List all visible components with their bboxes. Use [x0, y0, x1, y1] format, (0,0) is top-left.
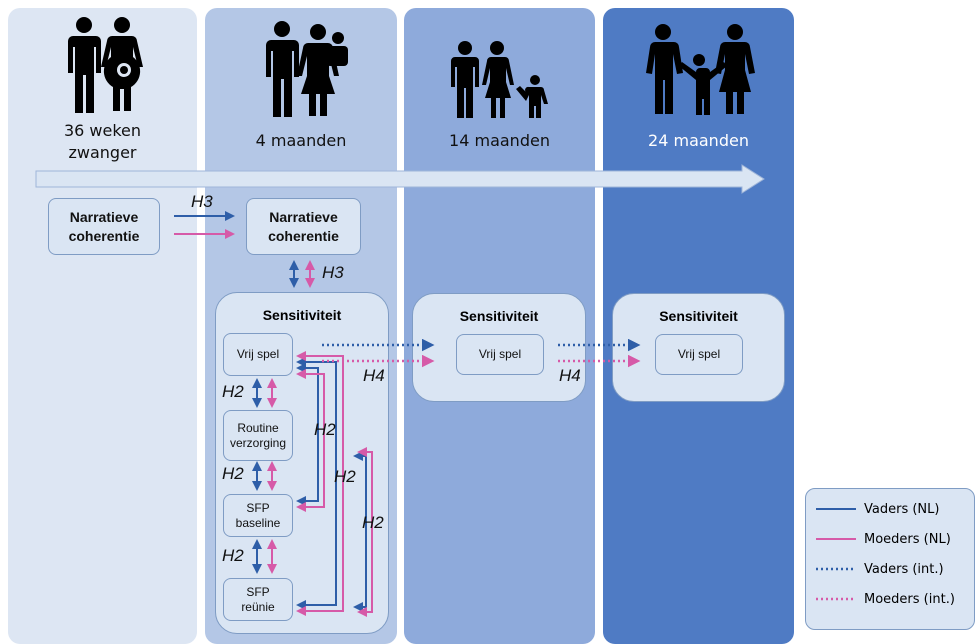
box-label-line: reünie: [241, 599, 275, 614]
free-play-4m-box: Vrij spel: [223, 333, 293, 376]
timepoint-label-14-months: 14 maanden: [449, 131, 550, 150]
legend-item-fathers-nl: Vaders (NL): [816, 499, 939, 519]
timepoint-label-24-months: 24 maanden: [648, 131, 749, 150]
parents-with-toddler-icon: [451, 41, 548, 118]
pregnant-couple-icon: [68, 17, 143, 113]
h2-label-a: H2: [222, 382, 244, 401]
narrative-coherence-4m-box: Narratieve coherentie: [246, 198, 361, 255]
h4-label-b: H4: [559, 366, 581, 385]
box-label-line: Narratieve: [269, 208, 338, 225]
free-play-24m-box: Vrij spel: [655, 334, 743, 375]
h2-label-c: H2: [222, 546, 244, 565]
column-prenatal: [8, 8, 197, 644]
legend-dotted-pink-line: [816, 597, 856, 601]
legend-dotted-blue-line: [816, 567, 856, 571]
h4-label-a: H4: [363, 366, 385, 385]
legend: Vaders (NL) Moeders (NL) Vaders (int.) M…: [805, 488, 975, 630]
narrative-coherence-prenatal-box: Narratieve coherentie: [48, 198, 160, 255]
h2-label-long2: H2: [334, 467, 356, 486]
box-label-line: verzorging: [229, 435, 287, 450]
sfp-reunion-box: SFP reünie: [223, 578, 293, 621]
sensitivity-14m-title: Sensitiviteit: [459, 308, 539, 324]
timepoint-label-prenatal: 36 weken zwanger: [8, 120, 197, 164]
box-label-line: coherentie: [268, 227, 339, 244]
h3-label-top: H3: [191, 192, 213, 211]
legend-label: Vaders (NL): [864, 501, 940, 517]
parents-with-baby-icon: [266, 21, 348, 117]
sensitivity-24m-title: Sensitiviteit: [659, 308, 738, 324]
sensitivity-4m-title: Sensitiviteit: [262, 307, 342, 323]
sfp-baseline-box: SFP baseline: [223, 494, 293, 537]
h2-label-b: H2: [222, 464, 244, 483]
routine-care-box: Routine verzorging: [223, 410, 293, 461]
h2-label-long3: H2: [362, 513, 384, 532]
box-label-line: SFP: [246, 500, 270, 515]
timepoint-label-line: zwanger: [68, 143, 137, 162]
legend-label: Moeders (int.): [864, 591, 955, 607]
box-label-line: coherentie: [68, 227, 140, 244]
h2-label-long1: H2: [314, 420, 336, 439]
box-label-line: Routine: [237, 420, 279, 435]
box-label: Vrij spel: [677, 347, 721, 361]
legend-item-fathers-int: Vaders (int.): [816, 559, 944, 579]
box-label-line: SFP: [246, 584, 270, 599]
h3-label-vertical: H3: [322, 263, 344, 282]
box-label: Vrij spel: [478, 347, 522, 361]
legend-solid-pink-line: [816, 538, 856, 540]
box-label-line: baseline: [235, 515, 281, 530]
parents-holding-child-icon: [646, 24, 755, 115]
box-label: Vrij spel: [236, 347, 280, 361]
box-label-line: Narratieve: [69, 208, 139, 225]
legend-item-mothers-nl: Moeders (NL): [816, 529, 951, 549]
legend-label: Vaders (int.): [864, 561, 944, 577]
free-play-14m-box: Vrij spel: [456, 334, 544, 375]
timepoint-label-4-months: 4 maanden: [255, 131, 347, 150]
legend-solid-blue-line: [816, 508, 856, 510]
timepoint-label-line: 36 weken: [63, 121, 142, 140]
legend-label: Moeders (NL): [864, 531, 951, 547]
legend-item-mothers-int: Moeders (int.): [816, 589, 955, 609]
